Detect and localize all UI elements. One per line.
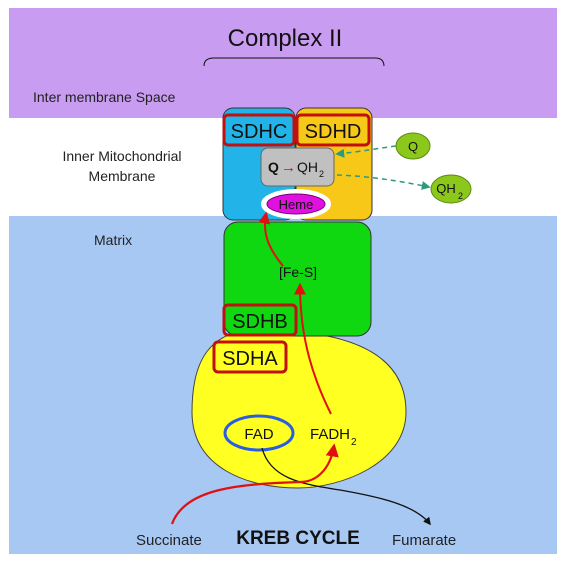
membrane-label-line2: Membrane	[89, 168, 156, 184]
quinone-site	[260, 147, 335, 187]
sdhb-label: SDHB	[232, 311, 288, 333]
title-bracket	[203, 57, 385, 67]
qh2-molecule-label: QH	[436, 181, 456, 196]
quinone-site-sub: 2	[319, 169, 324, 179]
fumarate-arrow	[261, 447, 431, 526]
site-to-qh2-arrow	[336, 174, 431, 190]
heme-label: Heme	[279, 197, 314, 212]
fadh2-label: FADH	[310, 426, 350, 443]
sdhd-label: SDHD	[305, 121, 362, 143]
membrane-label-line1: Inner Mitochondrial	[62, 148, 181, 164]
sdha-label: SDHA	[222, 348, 278, 370]
sdha-label-box	[212, 340, 288, 374]
fe-s-cluster-label: [Fe-S]	[279, 264, 317, 280]
succinate-label: Succinate	[136, 532, 202, 549]
intermembrane-space	[9, 8, 557, 118]
electron-path-fes-to-heme	[258, 211, 284, 267]
quinone-site-q: Q	[268, 159, 279, 175]
fad-label: FAD	[244, 426, 273, 443]
quinone-site-arrow: →	[281, 159, 296, 176]
qh2-molecule-subscript: 2	[458, 191, 463, 201]
quinone-site-qh: QH	[297, 159, 318, 175]
complex-title: Complex II	[228, 25, 343, 52]
matrix-label: Matrix	[94, 232, 132, 248]
fad-highlight	[223, 414, 295, 452]
kreb-cycle-label: KREB CYCLE	[236, 528, 360, 549]
succinate-to-fadh2-arrow	[170, 443, 339, 525]
sdhc-label-box	[222, 113, 296, 147]
fadh2-subscript: 2	[351, 437, 357, 448]
sdhb-subunit	[223, 221, 372, 337]
sdhc-label: SDHC	[231, 121, 288, 143]
q-to-site-arrow	[335, 145, 397, 158]
sdhb-label-box	[222, 303, 298, 337]
intermembrane-label: Inter membrane Space	[33, 89, 176, 105]
qh2-molecule	[430, 174, 472, 204]
q-molecule-label: Q	[408, 139, 418, 154]
fumarate-label: Fumarate	[392, 532, 456, 549]
heme-group	[266, 193, 326, 215]
sdhd-label-box	[295, 113, 371, 147]
electron-path-fadh2-to-fes	[294, 282, 332, 415]
